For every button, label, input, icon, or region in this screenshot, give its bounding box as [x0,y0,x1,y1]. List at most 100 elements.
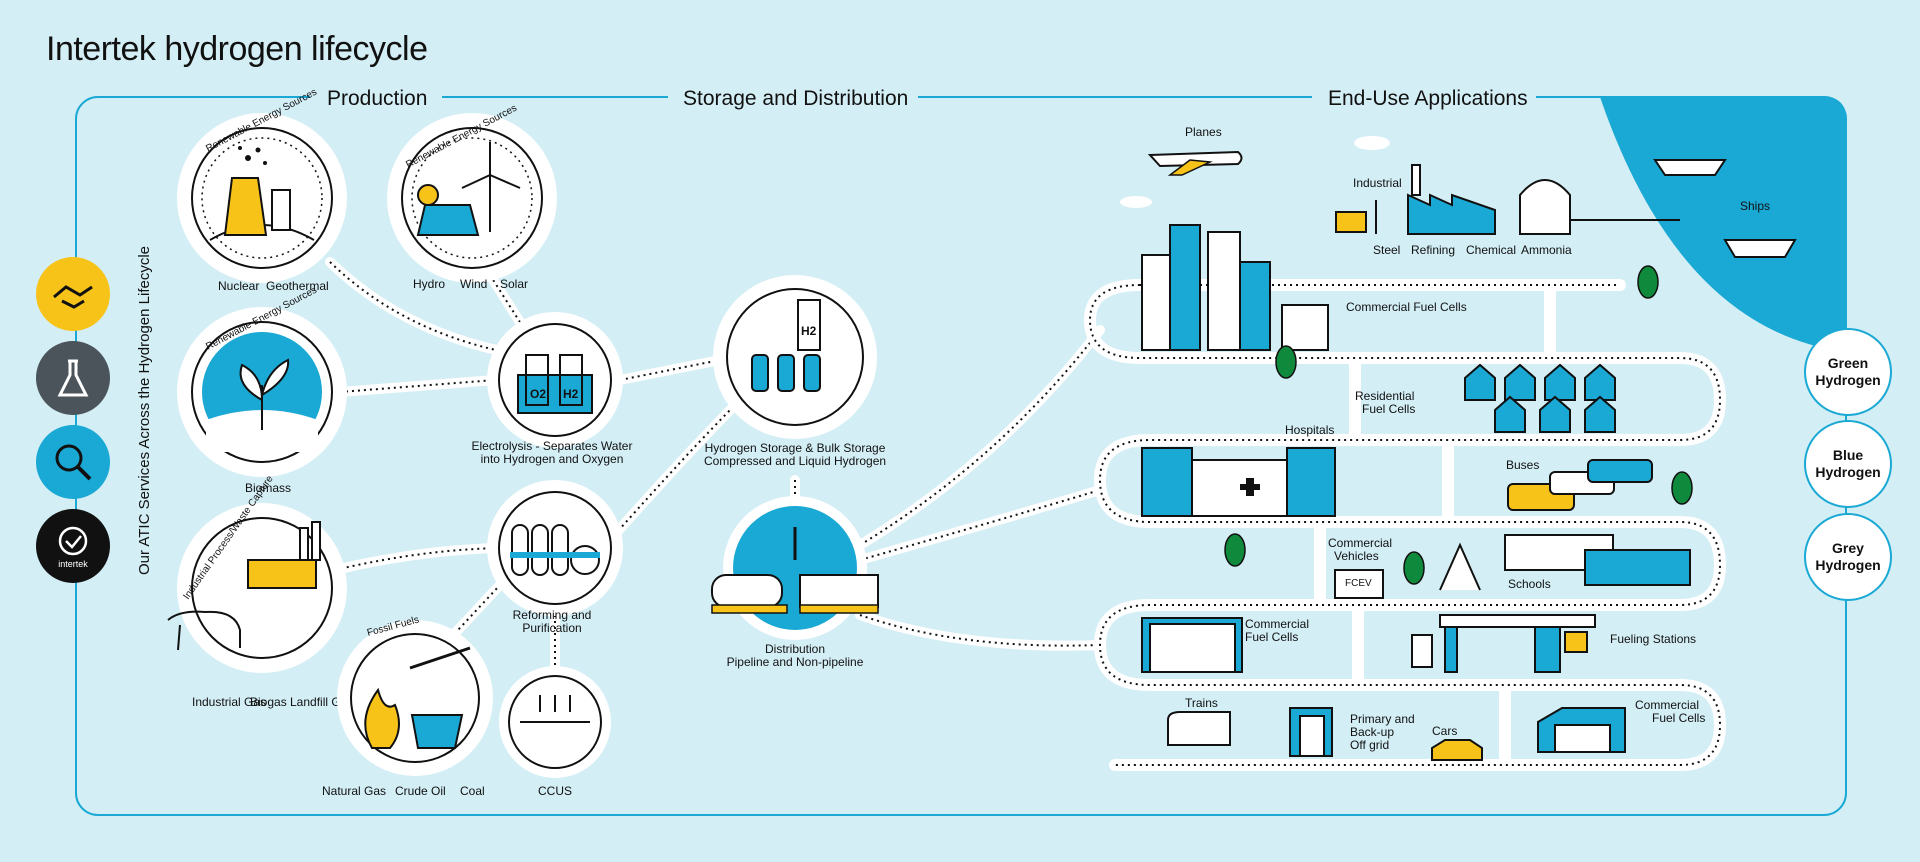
svg-text:Compressed and Liquid Hydrogen: Compressed and Liquid Hydrogen [704,454,886,468]
section-production: Production [327,87,427,110]
fcev-van-icon: FCEV [1334,569,1384,599]
side-label: Our ATIC Services Across the Hydrogen Li… [136,245,153,575]
cars-label: Cars [1432,724,1457,738]
section-enduse: End-Use Applications [1328,87,1528,110]
svg-text:into Hydrogen and Oxygen: into Hydrogen and Oxygen [481,452,624,466]
commercial-vehicles-label-2: Vehicles [1334,549,1379,563]
svg-text:Electrolysis - Separates Water: Electrolysis - Separates Water [472,439,633,453]
commercial-vehicles-label-1: Commercial [1328,536,1392,550]
shop-icon [1537,707,1626,753]
svg-text:intertek: intertek [58,559,88,569]
ammonia-label: Ammonia [1521,243,1572,257]
service-certification[interactable]: intertek [36,509,110,583]
planes-label: Planes [1185,125,1222,139]
svg-text:Biogas: Biogas [250,695,287,709]
svg-text:Coal: Coal [460,784,485,798]
sun-icon [417,184,439,206]
residential-label-1: Residential [1355,389,1414,403]
svg-text:Reforming and: Reforming and [513,608,592,622]
commercial-fuel-cells-3-label-1: Commercial [1635,698,1699,712]
plant-icon [239,363,263,401]
section-storage: Storage and Distribution [683,87,908,110]
svg-text:Nuclear: Nuclear [218,279,259,293]
hospital-icon [1141,447,1336,517]
svg-text:H2: H2 [563,387,579,401]
svg-text:Solar: Solar [500,277,528,291]
fossil-fuels-node: Fossil Fuels Natural Gas Crude Oil Coal [322,614,493,798]
magnifier-icon [55,444,92,481]
primary-label-3: Off grid [1350,738,1389,752]
steel-label: Steel [1373,243,1400,257]
refining-label: Refining [1411,243,1455,257]
office-building-icon [1141,617,1243,673]
hospitals-label: Hospitals [1285,423,1334,437]
svg-text:O2: O2 [530,387,546,401]
skyscrapers-icon [1141,224,1329,351]
svg-text:Industrial Gas: Industrial Gas [192,695,266,709]
commercial-fuel-cells-1-label: Commercial Fuel Cells [1346,300,1467,314]
ccus-node: CCUS [499,666,611,798]
tube-trailer-icon [799,574,879,608]
school-icon [1439,534,1691,591]
service-testing[interactable] [36,341,110,415]
svg-text:Biomass: Biomass [245,481,291,495]
solar-panel-icon [416,204,480,236]
cooling-tower-icon [223,177,268,236]
ship-icon [1653,159,1797,258]
svg-text:Crude Oil: Crude Oil [395,784,446,798]
reforming-node: Reforming and Purification [487,480,623,635]
svg-text:Wind: Wind [460,277,487,291]
svg-text:FCEV: FCEV [1345,578,1372,589]
intertek-check-icon: intertek [58,526,88,569]
refinery-icon [1407,164,1496,235]
bus-icon [1507,459,1653,511]
svg-text:CCUS: CCUS [538,784,572,798]
tree-icon [1224,265,1693,585]
service-inspection[interactable] [36,425,110,499]
buses-label: Buses [1506,458,1539,472]
houses-icon [1464,363,1616,433]
fueling-station-icon [1411,614,1596,673]
flame-icon [364,687,400,749]
service-assurance[interactable] [36,257,110,331]
chemical-plant-icon [1519,179,1680,235]
coal-cart-icon [410,714,464,749]
primary-label-2: Back-up [1350,725,1394,739]
renewable-solar-wind-node: Renewable Energy Sources Hydro Wind Sola… [387,103,557,291]
commercial-fuel-cells-3-label-2: Fuel Cells [1652,711,1705,725]
electrolysis-node: O2 H2 Electrolysis - Separates Water int… [472,312,633,466]
car-icon [1431,739,1483,761]
chemical-label: Chemical [1466,243,1516,257]
industrial-label: Industrial [1353,176,1402,190]
svg-text:Pipeline and Non-pipeline: Pipeline and Non-pipeline [727,655,864,669]
hydrogen-storage-node: H2 Hydrogen Storage & Bulk Storage Compr… [704,275,886,468]
commercial-fuel-cells-2-label-1: Commercial [1245,617,1309,631]
grid-building-icon [1289,707,1333,757]
svg-text:Hydrogen Storage & Bulk Storag: Hydrogen Storage & Bulk Storage [705,441,886,455]
ships-label: Ships [1740,199,1770,213]
cow-icon [167,610,241,651]
forklift-icon [1335,200,1377,234]
handshake-icon [53,285,93,309]
train-icon [1167,711,1231,746]
page-title: Intertek hydrogen lifecycle [46,30,428,68]
svg-text:Hydro: Hydro [413,277,445,291]
flask-icon [57,359,89,397]
svg-text:H2: H2 [801,324,817,338]
renewable-biomass-node: Renewable Energy Sources Biomass [177,285,347,495]
trains-label: Trains [1185,696,1218,710]
commercial-fuel-cells-2-label-2: Fuel Cells [1245,630,1298,644]
svg-text:Geothermal: Geothermal [266,279,329,293]
fueling-stations-label: Fueling Stations [1610,632,1696,646]
oil-pump-icon [409,646,471,670]
tanker-truck-icon [711,574,783,608]
primary-label-1: Primary and [1350,712,1415,726]
plane-icon [1147,150,1243,176]
schools-label: Schools [1508,577,1551,591]
svg-text:Distribution: Distribution [765,642,825,656]
residential-label-2: Fuel Cells [1362,402,1415,416]
